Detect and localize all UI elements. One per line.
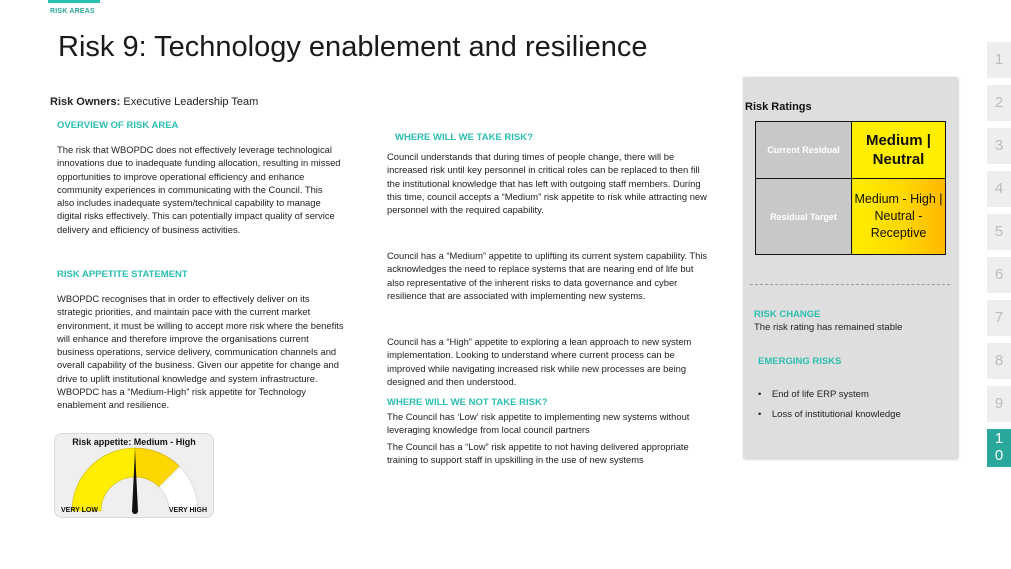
residual-target-label: Residual Target: [755, 178, 852, 255]
not-take-risk-heading: WHERE WILL WE NOT TAKE RISK?: [387, 397, 548, 408]
take-risk-para-3: Council has a “High” appetite to explori…: [387, 336, 692, 387]
risk-ratings-heading: Risk Ratings: [745, 101, 812, 113]
emerging-risk-item: • End of life ERP system: [758, 389, 869, 400]
overview-text: The risk that WBOPDC does not effectivel…: [57, 144, 341, 235]
slide-nav-1[interactable]: 1: [987, 42, 1011, 78]
gauge-arc-fill: [71, 447, 136, 512]
slide-nav-9[interactable]: 9: [987, 386, 1011, 422]
slide-nav-10-digit-1: 1: [994, 430, 1004, 447]
risk-owners-label: Risk Owners:: [50, 96, 121, 108]
not-take-risk-para-2: The Council has a “Low” risk appetite to…: [387, 441, 689, 466]
take-risk-heading: WHERE WILL WE TAKE RISK?: [395, 132, 533, 143]
slide-nav-3[interactable]: 3: [987, 128, 1011, 164]
take-risk-para-1: Council understands that during times of…: [387, 151, 707, 216]
current-residual-value: Medium | Neutral: [851, 121, 946, 179]
gauge-low-label: VERY LOW: [61, 507, 98, 514]
slide-nav-8[interactable]: 8: [987, 343, 1011, 379]
gauge-arc-rest: [158, 466, 199, 512]
slide-nav-4[interactable]: 4: [987, 171, 1011, 207]
current-residual-label: Current Residual: [755, 121, 852, 179]
slide-nav-10-active[interactable]: 1 0: [987, 429, 1011, 467]
risk-owners-value: Executive Leadership Team: [123, 96, 259, 108]
risk-change-heading: RISK CHANGE: [754, 309, 821, 320]
gauge-title: Risk appetite: Medium - High: [72, 437, 196, 447]
risk-appetite-gauge: Risk appetite: Medium - High VERY LOW VE…: [54, 433, 214, 518]
slide-nav-6[interactable]: 6: [987, 257, 1011, 293]
gauge-hub: [132, 508, 138, 514]
not-take-risk-para-1: The Council has ‘Low’ risk appetite to i…: [387, 411, 690, 436]
risk-change-text: The risk rating has remained stable: [754, 322, 903, 333]
slide-nav-10-digit-2: 0: [994, 447, 1004, 464]
gauge-high-label: VERY HIGH: [168, 507, 207, 514]
appetite-heading: RISK APPETITE STATEMENT: [57, 269, 188, 280]
take-risk-para-2: Council has a “Medium” appetite to uplif…: [387, 250, 708, 301]
slide-nav-7[interactable]: 7: [987, 300, 1011, 336]
page-title: Risk 9: Technology enablement and resili…: [58, 31, 648, 63]
slide-nav-2[interactable]: 2: [987, 85, 1011, 121]
emerging-risks-heading: EMERGING RISKS: [758, 356, 842, 367]
risk-owners: Risk Owners: Executive Leadership Team: [50, 96, 258, 108]
risk-ratings-table: Current Residual Medium | Neutral Residu…: [755, 121, 946, 255]
emerging-risk-text: Loss of institutional knowledge: [771, 409, 901, 420]
overview-heading: OVERVIEW OF RISK AREA: [57, 120, 179, 131]
dashed-divider: [750, 284, 950, 285]
gauge-needle: [132, 450, 138, 511]
slide-nav-5[interactable]: 5: [987, 214, 1011, 250]
emerging-risk-text: End of life ERP system: [771, 389, 869, 400]
residual-target-value: Medium - High | Neutral - Receptive: [851, 178, 946, 255]
section-tag: RISK AREAS: [50, 8, 95, 15]
gauge-dial: [71, 447, 199, 514]
top-accent-bar: [48, 0, 100, 3]
emerging-risk-item: • Loss of institutional knowledge: [758, 409, 901, 420]
appetite-text: WBOPDC recognises that in order to effec…: [57, 293, 344, 411]
